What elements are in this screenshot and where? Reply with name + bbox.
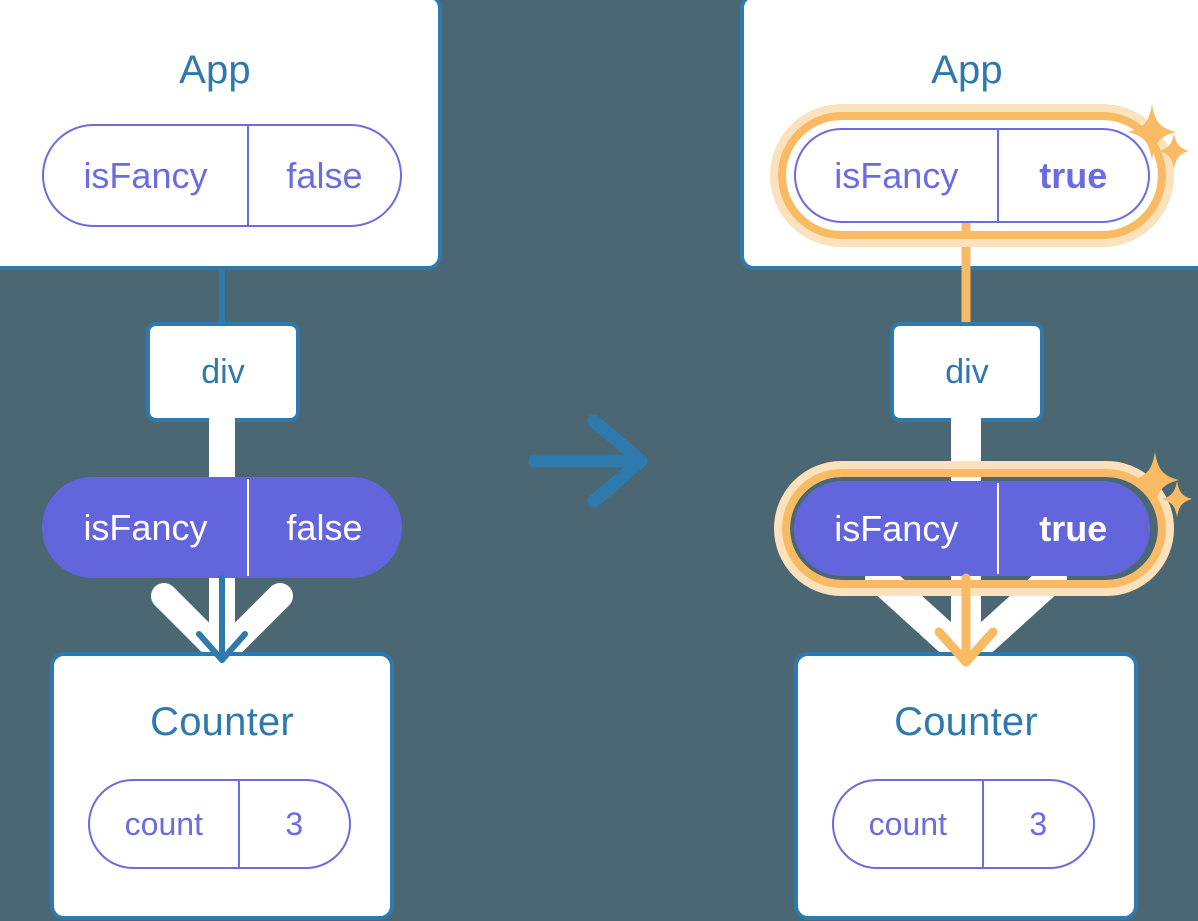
- left-prop-arrow: [196, 575, 248, 663]
- left-app-state-key: isFancy: [83, 154, 208, 196]
- right-prop-value: true: [996, 483, 1148, 574]
- right-prop-pill: isFancy true: [794, 481, 1150, 576]
- right-app-state-pill: isFancy true: [794, 128, 1150, 223]
- sparkle-prop-small-icon: [1162, 481, 1192, 517]
- right-counter-state-key: count: [868, 805, 947, 842]
- sparkle-app-small-icon: [1159, 133, 1189, 169]
- left-div-node: div: [146, 322, 300, 422]
- right-prop-key: isFancy: [834, 507, 959, 549]
- left-app-title: App: [179, 48, 251, 92]
- right-counter-state-value: 3: [981, 781, 1093, 867]
- left-counter-state-value: 3: [237, 781, 349, 867]
- right-app-title: App: [931, 48, 1003, 92]
- right-div-label: div: [945, 352, 989, 391]
- left-prop-value: false: [246, 479, 400, 576]
- sparkle-app-large-icon: [1128, 104, 1176, 160]
- right-counter-state-pill: count 3: [832, 779, 1095, 869]
- left-prop-key: isFancy: [83, 506, 208, 548]
- left-app-state-value: false: [246, 126, 400, 225]
- right-app-state-value: true: [996, 130, 1148, 221]
- right-counter-title: Counter: [894, 700, 1038, 744]
- left-app-state-pill: isFancy false: [42, 124, 402, 227]
- left-counter-state-pill: count 3: [88, 779, 351, 869]
- left-counter-title: Counter: [150, 700, 294, 744]
- left-counter-state-key: count: [124, 805, 203, 842]
- right-prop-highlight-ring: [782, 469, 1166, 588]
- right-app-state-key: isFancy: [834, 154, 959, 196]
- left-div-label: div: [201, 352, 245, 391]
- right-prop-arrow: [934, 573, 998, 667]
- arrow-right-icon: [528, 414, 648, 508]
- right-app-highlight-ring: [778, 112, 1166, 239]
- left-prop-pill: isFancy false: [42, 477, 402, 578]
- sparkle-prop-large-icon: [1131, 452, 1179, 508]
